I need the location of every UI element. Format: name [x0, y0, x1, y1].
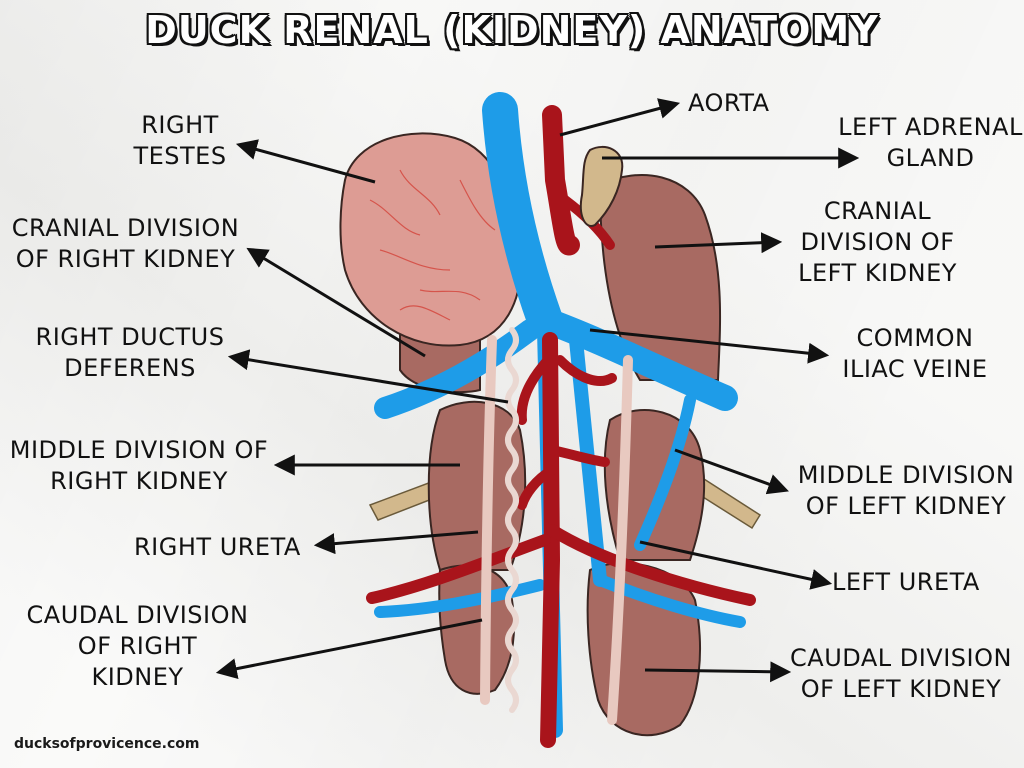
- label-common-iliac-veine: COMMON ILIAC VEINE: [842, 324, 988, 383]
- left-ureter: [607, 355, 633, 725]
- arrow-cranial-left: [654, 232, 783, 254]
- label-right-ductus-deferens: RIGHT DUCTUS DEFERENS: [35, 323, 225, 382]
- label-caudal-left-kidney: CAUDAL DIVISION OF LEFT KIDNEY: [790, 644, 1012, 703]
- page-title: DUCK RENAL (KIDNEY) ANATOMY: [145, 8, 879, 52]
- arrow-right-ductus: [227, 349, 509, 404]
- arrow-aorta: [559, 98, 681, 137]
- right-ductus-deferens: [505, 327, 519, 713]
- arrow-right-ureta: [313, 530, 479, 555]
- label-right-testes: RIGHT TESTES: [133, 111, 227, 170]
- right-ureter: [480, 335, 497, 705]
- label-middle-right-kidney: MIDDLE DIVISION OF RIGHT KIDNEY: [9, 436, 269, 495]
- arrow-middle-left: [674, 448, 789, 495]
- site-credit: ducksofprovicence.com: [14, 736, 200, 752]
- arrow-right-testes: [235, 139, 376, 184]
- right-testes: [339, 132, 522, 347]
- arrow-caudal-right: [215, 618, 483, 680]
- label-middle-left-kidney: MIDDLE DIVISION OF LEFT KIDNEY: [797, 461, 1015, 520]
- right-kidney-caudal: [438, 564, 515, 695]
- label-arrows: [215, 98, 860, 683]
- label-left-adrenal-gland: LEFT ADRENAL GLAND: [838, 113, 1023, 172]
- label-right-ureta: RIGHT URETA: [134, 533, 301, 561]
- label-caudal-right-kidney: CAUDAL DIVISION OF RIGHT KIDNEY: [26, 601, 249, 691]
- arrow-common-iliac: [589, 328, 830, 364]
- label-aorta: AORTA: [688, 89, 770, 117]
- arrow-left-ureta: [639, 540, 833, 590]
- label-cranial-left-kidney: CRANIAL DIVISION OF LEFT KIDNEY: [798, 197, 957, 287]
- arrow-caudal-left: [644, 661, 792, 683]
- testes-vessels: [369, 169, 496, 321]
- left-kidney-cranial: [598, 174, 722, 381]
- arrow-cranial-right: [246, 247, 426, 358]
- label-left-ureta: LEFT URETA: [832, 568, 980, 596]
- left-adrenal-gland: [579, 145, 624, 227]
- label-cranial-right-kidney: CRANIAL DIVISION OF RIGHT KIDNEY: [11, 214, 240, 273]
